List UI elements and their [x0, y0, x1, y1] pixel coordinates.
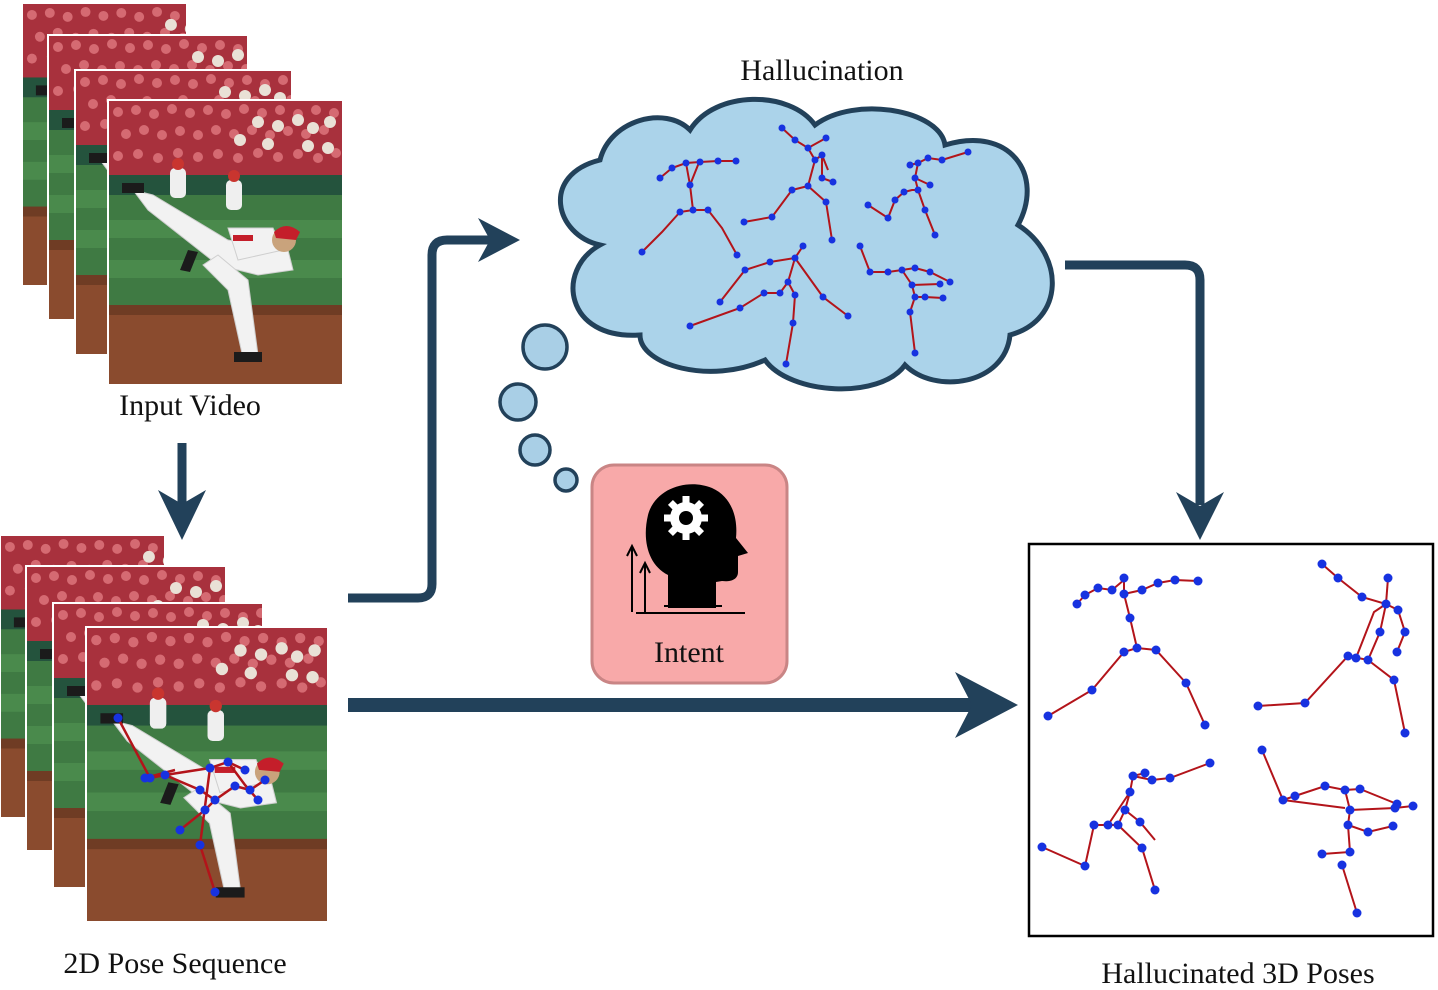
arrow-to-output [348, 672, 1018, 738]
thought-bubble-large [521, 323, 569, 371]
head-with-gear-icon [626, 484, 748, 614]
cloud-skeletons [638, 124, 972, 368]
arrow-cloud-to-output [1065, 260, 1224, 540]
input-video-label: Input Video [119, 389, 261, 422]
intent-box: Intent [590, 463, 789, 685]
output-label: Hallucinated 3D Poses [1101, 957, 1374, 990]
thought-bubble-small [518, 433, 552, 467]
down-arrow [158, 443, 206, 540]
video-frame-4 [108, 100, 343, 385]
thought-bubble-medium [498, 382, 538, 422]
intent-label: Intent [654, 636, 725, 669]
pose-frame-4 [86, 627, 328, 922]
hallucination-label: Hallucination [740, 54, 903, 87]
pose-sequence-label: 2D Pose Sequence [63, 947, 286, 980]
input-video-stack [21, 2, 344, 386]
pose-sequence-stack [0, 534, 329, 923]
output-skeletons [1037, 559, 1418, 918]
thought-bubble-tiny [553, 467, 579, 493]
arrow-head-hallucination [478, 218, 520, 262]
pose-2d-joints [113, 713, 270, 897]
output-poses-box [1027, 542, 1435, 938]
arrow-to-hallucination [348, 235, 500, 603]
hallucination-cloud [558, 96, 1055, 392]
